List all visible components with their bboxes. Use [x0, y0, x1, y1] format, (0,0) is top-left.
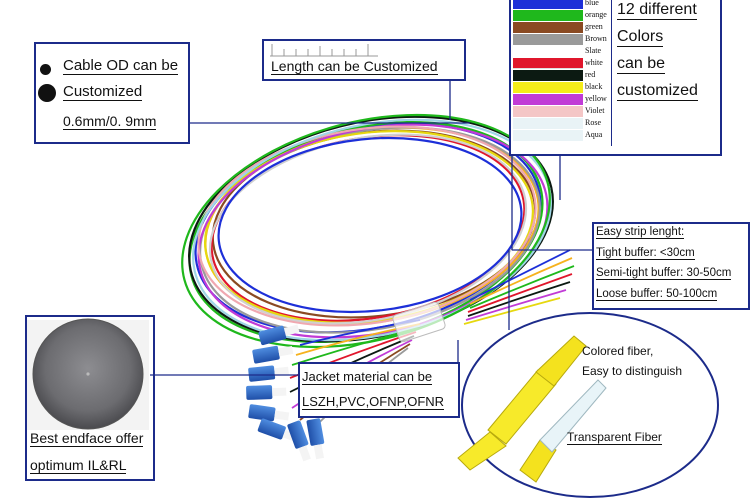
swatch-brown — [513, 34, 583, 45]
color-divider — [611, 0, 612, 146]
fiber-coils — [181, 113, 554, 349]
strip-tight: Tight buffer: <30cm — [596, 247, 695, 260]
color-name: orange — [585, 10, 607, 19]
endface-line2: optimum IL&RL — [30, 457, 127, 474]
colors-line2: Colors — [617, 28, 664, 47]
colors-line3: can be — [617, 55, 666, 74]
color-name: Slate — [585, 46, 601, 55]
endface-line1: Best endface offer — [30, 430, 144, 447]
color-name: Brown — [585, 34, 607, 43]
swatch-aqua — [513, 130, 583, 141]
color-name: white — [585, 58, 603, 67]
colored-fiber-drawing — [457, 335, 587, 471]
transparent-fiber-drawing — [519, 379, 607, 483]
cable-od-box — [34, 42, 190, 144]
color-name: green — [585, 22, 603, 31]
color-name: yellow — [585, 94, 607, 103]
strip-semi: Semi-tight buffer: 30-50cm — [596, 267, 732, 280]
swatch-black — [513, 82, 583, 93]
colors-line1: 12 different — [617, 1, 697, 20]
swatch-orange — [513, 10, 583, 21]
color-swatch-chart: blue orange green Brown Slate white red … — [511, 0, 611, 142]
strip-title: Easy strip lenght: — [596, 226, 685, 239]
strip-length-box — [592, 222, 750, 310]
swatch-violet — [513, 106, 583, 117]
strip-loose: Loose buffer: 50-100cm — [596, 288, 718, 301]
transparent-fiber-label: Transparent Fiber — [567, 430, 662, 445]
length-label: Length can be Customized — [271, 58, 438, 75]
color-name: blue — [585, 0, 599, 7]
color-name: red — [585, 70, 596, 79]
ruler-icon — [270, 44, 378, 57]
swatch-blue — [513, 0, 583, 9]
bundle-sleeve — [392, 301, 446, 343]
jacket-line1: Jacket material can be — [302, 369, 433, 385]
small-dot-icon — [40, 64, 51, 75]
lc-connectors — [246, 324, 325, 462]
swatch-white — [513, 58, 583, 69]
leader-lines — [150, 80, 592, 380]
cable-od-line1: Cable OD can be — [63, 57, 179, 75]
fiber-tails — [463, 249, 575, 325]
swatch-rose — [513, 118, 583, 129]
color-name: Violet — [585, 106, 605, 115]
color-name: black — [585, 82, 603, 91]
endface-box — [25, 315, 155, 481]
color-name: Aqua — [585, 130, 603, 139]
colored-fiber-label-2: Easy to distinguish — [582, 364, 683, 378]
swatch-yellow — [513, 94, 583, 105]
cable-od-line3: 0.6mm/0. 9mm — [63, 113, 157, 130]
jacket-line2: LSZH,PVC,OFNP,OFNR — [302, 394, 445, 410]
color-name: Rose — [585, 118, 601, 127]
colored-fiber-label-1: Colored fiber, — [582, 344, 654, 358]
colors-line4: customized — [617, 82, 698, 101]
large-dot-icon — [38, 84, 56, 102]
jacket-box — [298, 362, 460, 418]
swatch-red — [513, 70, 583, 81]
swatch-slate — [513, 46, 583, 57]
swatch-green — [513, 22, 583, 33]
swatch-fill — [513, 0, 583, 9]
cable-od-line2: Customized — [63, 83, 143, 101]
